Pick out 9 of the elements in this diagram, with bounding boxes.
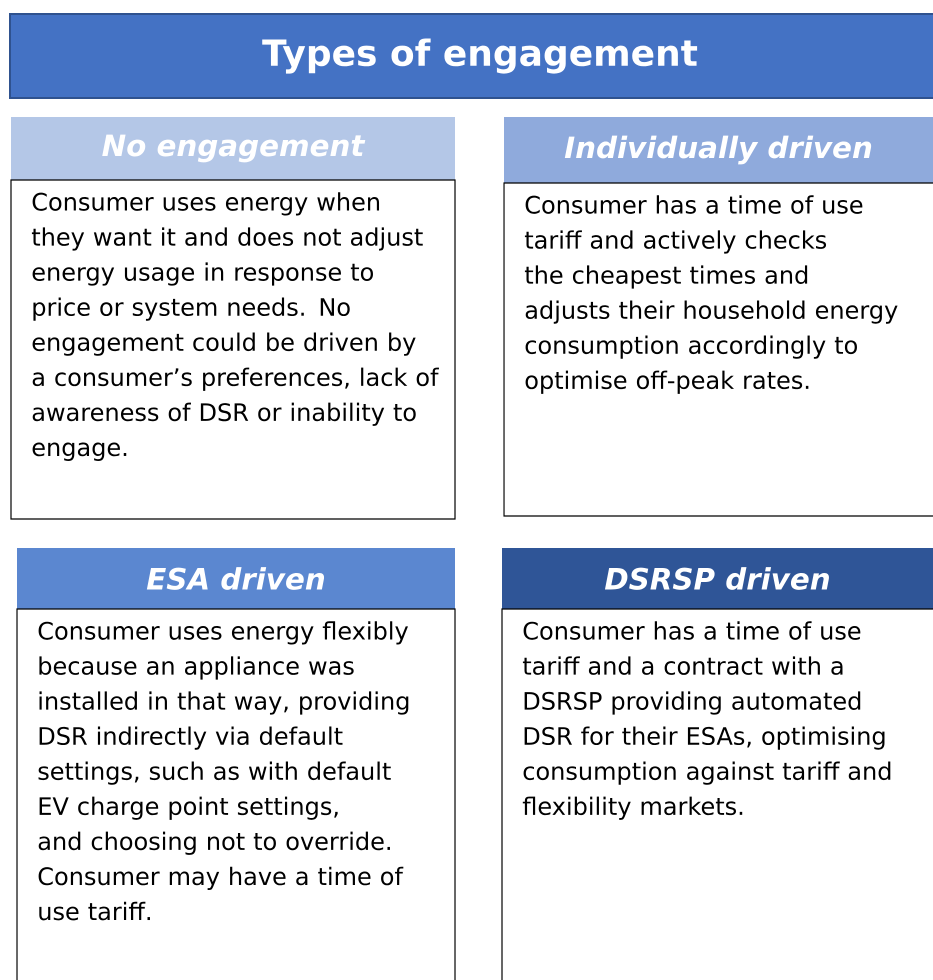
card: ESA driven Consumer uses energy flexibly because an appliance was installed in that way, providing DSR indirectly via default settings, such as with default EV charge point settings, and choosing not to override. Consumer may have a time of use tariff. <box>16 548 456 980</box>
node-label: DSRSP driven <box>604 567 829 590</box>
card: Individually driven Consumer has a time of use tariff and actively checks the cheapest times and adjusts their household energy consumption accordingly to optimise off-peak rates. <box>503 117 933 517</box>
node-label: Individually driven <box>564 136 872 164</box>
card: No engagement Consumer uses energy when they want it and does not adjust energy usage in response to price or system needs. No engagement could be driven by a consumer’s preferences, lack of awareness of DSR or inability to engage. <box>10 117 456 520</box>
card: DSRSP driven Consumer has a time of use tariff and a contract with a DSRSP providing automated DSR for their ESAs, optimising consumption against tariff and flexibility markets. <box>501 548 933 980</box>
title-banner: Types of engagement <box>9 13 933 99</box>
node-label: ESA driven <box>146 567 324 590</box>
node-label: No engagement <box>102 134 366 162</box>
